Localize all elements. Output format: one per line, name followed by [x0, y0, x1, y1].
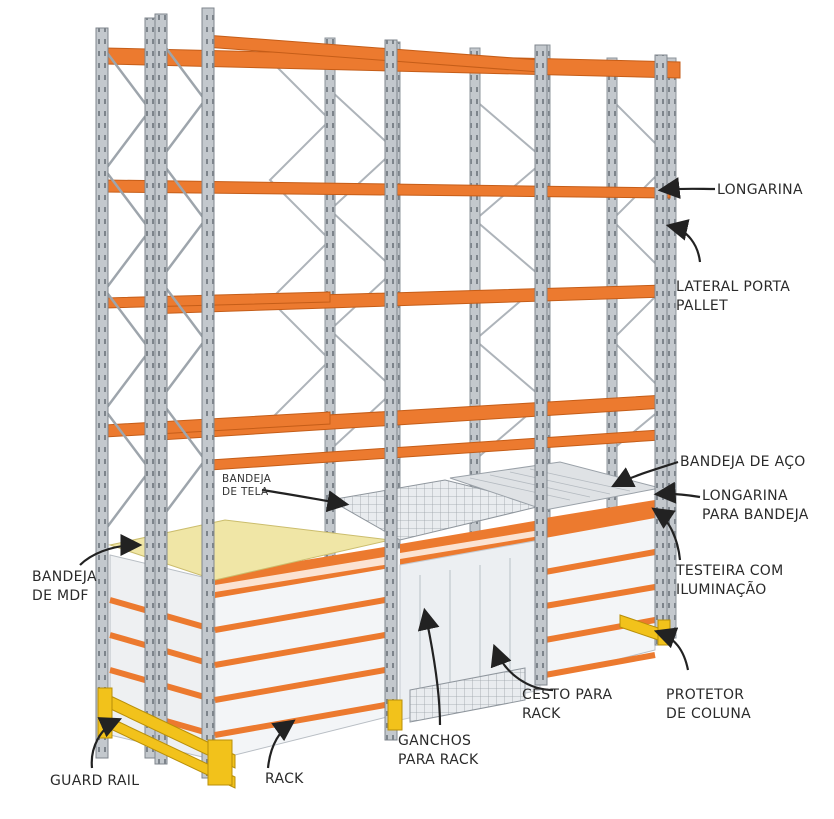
label-ganchos-line2: PARA RACK	[398, 751, 478, 770]
label-bandeja-aco: BANDEJA DE AÇO	[680, 453, 806, 472]
label-guard-rail-text: GUARD RAIL	[50, 772, 139, 791]
label-guard-rail: GUARD RAIL	[50, 772, 139, 791]
label-rack-text: RACK	[265, 770, 304, 789]
label-testeira-line1: TESTEIRA COM	[676, 562, 783, 581]
label-ganchos-line1: GANCHOS	[398, 732, 478, 751]
label-cesto-line2: RACK	[522, 705, 612, 724]
label-testeira: TESTEIRA COM ILUMINAÇÃO	[676, 562, 783, 600]
label-longarina-text: LONGARINA	[717, 181, 803, 200]
label-protetor-coluna: PROTETOR DE COLUNA	[666, 686, 751, 724]
label-longarina-bandeja-line2: PARA BANDEJA	[702, 506, 809, 525]
label-cesto-line1: CESTO PARA	[522, 686, 612, 705]
label-longarina-bandeja-line1: LONGARINA	[702, 487, 809, 506]
label-mdf-line1: BANDEJA	[32, 568, 97, 587]
label-mdf-line2: DE MDF	[32, 587, 97, 606]
label-bandeja-mdf: BANDEJA DE MDF	[32, 568, 97, 606]
label-lateral-line2: PALLET	[676, 297, 790, 316]
label-protetor-line1: PROTETOR	[666, 686, 751, 705]
label-bandeja-aco-text: BANDEJA DE AÇO	[680, 453, 806, 472]
label-lateral-porta-pallet: LATERAL PORTA PALLET	[676, 278, 790, 316]
label-testeira-line2: ILUMINAÇÃO	[676, 581, 783, 600]
label-longarina-bandeja: LONGARINA PARA BANDEJA	[702, 487, 809, 525]
label-tela-line1: BANDEJA	[222, 473, 271, 486]
label-longarina: LONGARINA	[717, 181, 803, 200]
label-cesto-rack: CESTO PARA RACK	[522, 686, 612, 724]
label-tela-line2: DE TELA	[222, 486, 271, 499]
label-lateral-line1: LATERAL PORTA	[676, 278, 790, 297]
label-protetor-line2: DE COLUNA	[666, 705, 751, 724]
label-rack: RACK	[265, 770, 304, 789]
label-bandeja-tela: BANDEJA DE TELA	[222, 473, 271, 499]
label-ganchos-rack: GANCHOS PARA RACK	[398, 732, 478, 770]
